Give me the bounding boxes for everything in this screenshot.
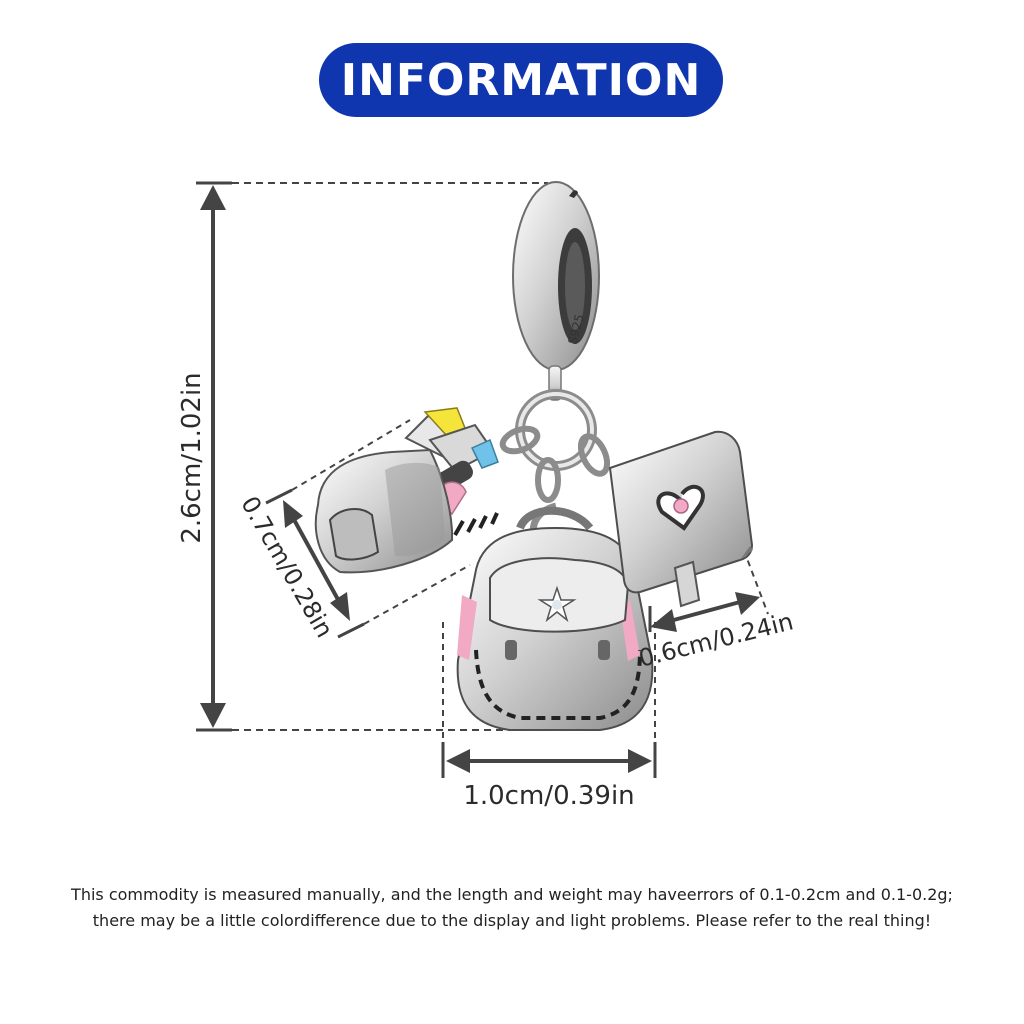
pencil-cup-icon <box>314 407 499 574</box>
notebook-icon <box>608 430 754 608</box>
depth-dimension-line <box>265 419 471 639</box>
backpack-icon <box>456 506 654 731</box>
disclaimer: This commodity is measured manually, and… <box>0 882 1024 934</box>
disclaimer-line-2: there may be a little colordifference du… <box>92 911 932 930</box>
width-dimension-label: 1.0cm/0.39in <box>463 781 635 811</box>
jump-ring-icon <box>499 389 611 552</box>
bail-icon: S925 <box>512 181 600 401</box>
height-dimension-line <box>196 181 548 732</box>
disclaimer-line-1: This commodity is measured manually, and… <box>71 885 953 904</box>
information-banner: INFORMATION <box>319 43 723 117</box>
width-dimension-line <box>441 622 657 778</box>
height-dimension-label: 2.6cm/1.02in <box>177 372 207 544</box>
